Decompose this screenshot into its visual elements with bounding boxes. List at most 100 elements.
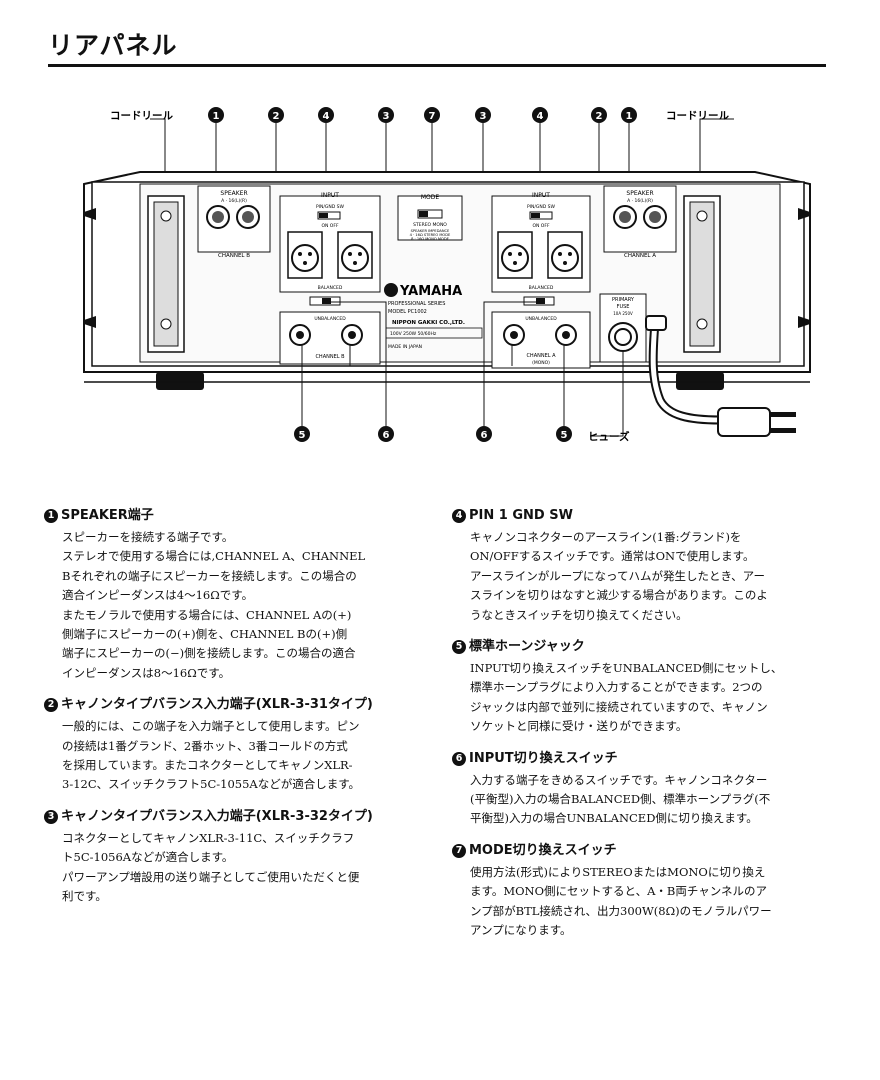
callout-1-left: 1 <box>213 111 220 122</box>
panel-label: 8 · 16Ω MONO MODE <box>411 237 449 241</box>
section-number-badge: 7 <box>452 843 466 858</box>
panel-label: CHANNEL A <box>624 253 656 259</box>
panel-label: 10A 250V <box>613 311 633 316</box>
section-number-badge: 3 <box>44 809 58 824</box>
panel-label: INPUT <box>532 192 550 199</box>
panel-label: PROFESSIONAL SERIES <box>388 301 445 307</box>
section-line: ます。MONO側にセットすると、A・B両チャンネルのア <box>470 884 767 899</box>
panel-label: CHANNEL A <box>526 353 556 359</box>
section-title: キャノンタイプバランス入力端子(XLR-3-32タイプ) <box>61 808 373 824</box>
section-line: ON/OFFするスイッチです。通常はONで使用します。 <box>470 549 755 564</box>
primary-fuse: PRIMARY FUSE 10A 250V <box>599 293 647 363</box>
panel-label: CHANNEL B <box>315 354 345 360</box>
section-line: またモノラルで使用する場合には、CHANNEL Aの(+) <box>62 607 352 622</box>
section-title: INPUT切り換えスイッチ <box>469 750 618 766</box>
panel-label: BALANCED <box>529 285 554 291</box>
panel-label: PIN/GND SW <box>316 204 345 210</box>
cord-reel-left <box>147 195 185 353</box>
panel-label: MODEL PC1002 <box>388 309 427 315</box>
section-line: 標準ホーンプラグにより入力することができます。2つの <box>470 680 763 695</box>
callout-4-right: 4 <box>537 111 544 122</box>
section-line: パワーアンプ増設用の送り端子としてご使用いただくと便 <box>62 869 360 884</box>
input-panel-channel-a: INPUT PIN/GND SW ON OFF BALANCED UNBALAN… <box>491 192 591 369</box>
section-line: 一般的には、この端子を入力端子として使用します。ピン <box>62 719 360 734</box>
cord-reel-label-left: コードリール <box>110 110 173 122</box>
panel-label: MODE <box>421 194 440 201</box>
panel-label: STEREO MONO <box>413 222 447 228</box>
callout-3-right: 3 <box>480 111 487 122</box>
brand-logo: YAMAHA <box>399 284 462 299</box>
callout-5-left: 5 <box>299 430 306 441</box>
section-number-badge: 2 <box>44 698 58 713</box>
panel-label: BALANCED <box>318 285 343 291</box>
callout-2-left: 2 <box>273 111 280 122</box>
section-line: ンプ部がBTL接続され、出力300W(8Ω)のモノラルパワー <box>470 903 772 918</box>
speaker-terminals-channel-b: SPEAKER A · 16(L)(R) CHANNEL B <box>197 185 271 259</box>
section-line: スピーカーを接続する端子です。 <box>62 530 234 544</box>
panel-label: SPEAKER <box>626 190 653 197</box>
section-line: ジャックは内部で並列に接続されていますので、キャノン <box>470 699 768 714</box>
section-title: PIN 1 GND SW <box>469 508 573 523</box>
section-line: ソケットと同様に受け・送りができます。 <box>470 719 688 734</box>
section-number-badge: 1 <box>44 509 58 523</box>
section-line: スラインを切りはなすと減少する場合があります。このよ <box>470 588 768 603</box>
panel-label: A · 16(L)(R) <box>221 198 247 204</box>
section-line: 使用方法(形式)によりSTEREOまたはMONOに切り換え <box>470 864 766 879</box>
section-line: ステレオで使用する場合には,CHANNEL A、CHANNEL <box>62 549 366 564</box>
panel-label: ON OFF <box>532 223 549 229</box>
section-line: アースラインがループになってハムが発生したとき、アー <box>470 568 765 583</box>
section-line: 入力する端子をきめるスイッチです。キャノンコネクター <box>470 772 768 787</box>
panel-label: 4 · 16Ω STEREO MODE <box>410 233 451 237</box>
page-title: リアパネル <box>48 31 178 60</box>
section-line: ト5C-1056Aなどが適合します。 <box>62 850 234 865</box>
cord-reel-right <box>683 195 721 353</box>
section-line: を採用しています。またコネクターとしてキャノンXLR- <box>62 758 353 773</box>
panel-label: SPEAKER <box>220 190 247 197</box>
section-number-badge: 5 <box>452 640 466 655</box>
callout-numbers-top: 1 2 4 3 7 3 4 2 1 <box>208 107 637 123</box>
section-line: (平衡型)入力の場合BALANCED側、標準ホーンプラグ(不 <box>470 792 771 807</box>
section-line: INPUT切り換えスイッチをUNBALANCED側にセットし、 <box>470 661 783 676</box>
speaker-terminals-channel-a: SPEAKER A · 16(L)(R) CHANNEL A <box>603 185 677 259</box>
section-line: 側端子にスピーカーの(+)側を、CHANNEL Bの(+)側 <box>62 627 348 642</box>
callout-numbers-bottom: 5 6 6 5 <box>294 426 572 442</box>
section-line: 適合インピーダンスは4～16Ωです。 <box>62 588 254 603</box>
section-line: 3-12C、スイッチクラフト5C-1055Aなどが適合します。 <box>62 777 361 792</box>
panel-label: UNBALANCED <box>314 316 346 322</box>
callout-3-left: 3 <box>383 111 390 122</box>
panel-label: PRIMARY <box>612 297 635 303</box>
nameplate: YAMAHA PROFESSIONAL SERIES MODEL PC1002 … <box>384 283 483 350</box>
panel-label: FUSE <box>617 304 630 310</box>
callout-5-right: 5 <box>561 430 568 441</box>
panel-label: 100V 250W 50/60Hz <box>390 331 437 337</box>
mode-switch-panel: MODE STEREO MONO SPEAKER IMPEDANCE 4 · 1… <box>397 194 463 241</box>
panel-label: (MONO) <box>532 360 550 366</box>
section-title: SPEAKER端子 <box>61 508 154 523</box>
section-number-badge: 4 <box>452 509 466 523</box>
panel-label: CHANNEL B <box>218 253 250 259</box>
section-line: コネクターとしてキャノンXLR-3-11C、スイッチクラフ <box>62 830 355 845</box>
panel-label: PIN/GND SW <box>527 204 556 210</box>
callout-7: 7 <box>429 111 436 122</box>
section-title: 標準ホーンジャック <box>469 639 585 655</box>
section-title: キャノンタイプバランス入力端子(XLR-3-31タイプ) <box>61 697 373 713</box>
panel-label: MADE IN JAPAN <box>388 344 422 350</box>
section-line: Bそれぞれの端子にスピーカーを接続します。この場合の <box>62 568 357 583</box>
section-title: MODE切り換えスイッチ <box>469 842 617 858</box>
input-panel-channel-b: INPUT PIN/GND SW ON OFF BALANCED UNBALAN… <box>279 192 381 365</box>
section-line: 平衡型)入力の場合UNBALANCED側に切り換えます。 <box>470 811 758 826</box>
